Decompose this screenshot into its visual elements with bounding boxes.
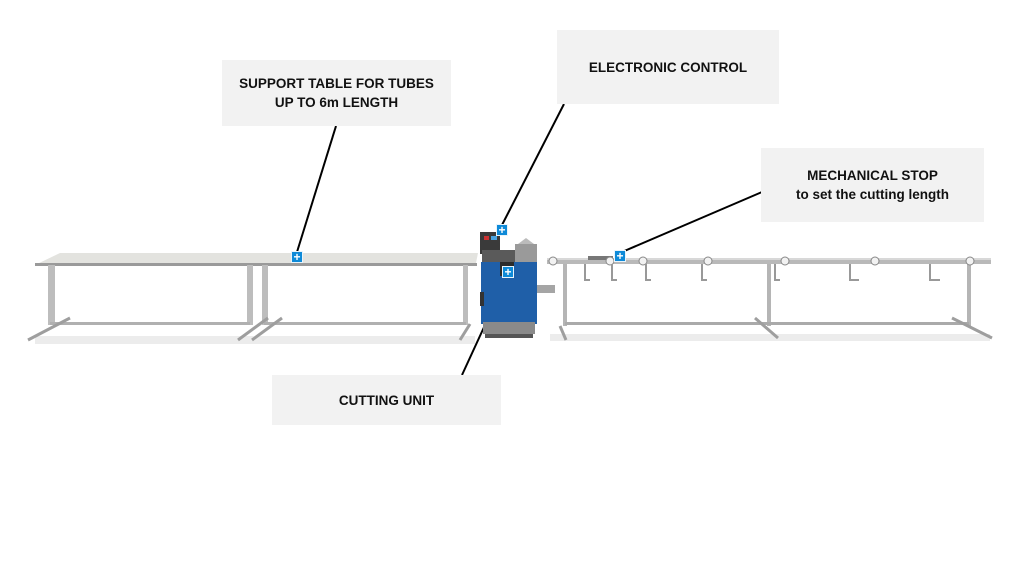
label-mechanical-stop: MECHANICAL STOP to set the cutting lengt…	[761, 148, 984, 222]
hotspot-cutting-unit[interactable]: +	[502, 266, 514, 278]
hotspot-support-table[interactable]: +	[291, 251, 303, 263]
leader-line-electronic-control	[501, 103, 565, 226]
hotspot-electronic-control[interactable]: +	[496, 224, 508, 236]
label-support-table-line1: SUPPORT TABLE FOR TUBES	[239, 76, 434, 91]
leader-line-mechanical-stop	[621, 191, 763, 253]
cutting-machine	[480, 232, 555, 338]
label-cutting-unit: CUTTING UNIT	[272, 375, 501, 425]
label-electronic-control-line1: ELECTRONIC CONTROL	[588, 59, 748, 75]
left-support-table	[27, 253, 478, 344]
label-support-table-line2: UP TO 6m LENGTH	[274, 95, 399, 110]
label-electronic-control: ELECTRONIC CONTROL	[557, 30, 779, 104]
label-mechanical-stop-line2: to set the cutting length	[796, 187, 949, 202]
leader-line-support-table	[296, 125, 337, 253]
label-support-table: SUPPORT TABLE FOR TUBES UP TO 6m LENGTH	[222, 60, 451, 126]
hotspot-mechanical-stop[interactable]: +	[614, 250, 626, 262]
label-mechanical-stop-line1: MECHANICAL STOP	[807, 168, 938, 183]
right-roller-conveyor	[547, 256, 993, 341]
label-cutting-unit-line1: CUTTING UNIT	[338, 392, 435, 408]
